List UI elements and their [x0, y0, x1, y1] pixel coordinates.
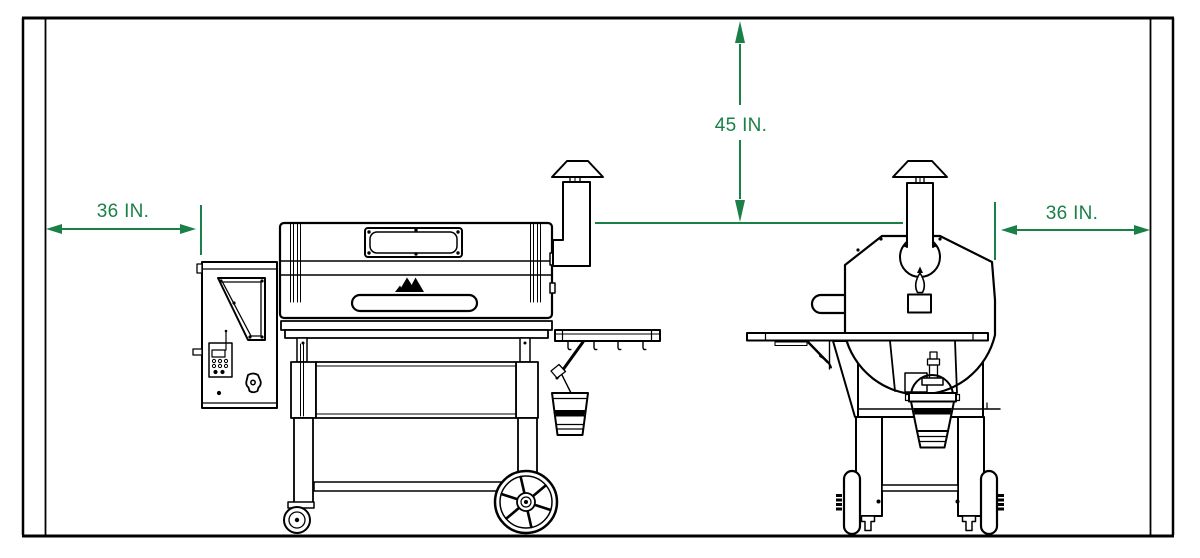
side-latch-bottom [549, 282, 556, 294]
lid-hinge-left [290, 223, 301, 303]
arrowhead-west [1001, 225, 1017, 235]
right-clearance-label: 36 IN. [1046, 203, 1099, 224]
room [21, 16, 1175, 538]
side-grease-bucket [551, 392, 589, 436]
hopper-spigot [192, 348, 203, 356]
grill-side-view [192, 160, 661, 535]
right-wall [1149, 18, 1175, 535]
front-shelf [746, 332, 989, 370]
front-right-wheel [979, 469, 999, 536]
mountain-logo [395, 277, 424, 292]
bucket-handle [910, 374, 954, 397]
chimney-pipe [552, 181, 591, 267]
side-cart [280, 320, 559, 535]
dimension-right-clearance: 36 IN. [994, 202, 1150, 260]
lid-handle [350, 293, 479, 313]
hopper-window [217, 277, 266, 341]
dimension-left-clearance: 36 IN. [46, 201, 202, 255]
caster-wheel [283, 501, 315, 534]
control-display [211, 349, 226, 358]
arrowhead-north [735, 21, 745, 43]
top-clearance-label: 45 IN. [715, 115, 768, 136]
brace-hook [819, 355, 832, 369]
front-chimney [892, 160, 948, 314]
shelf-hooks [567, 340, 647, 351]
arrowhead-south [735, 200, 745, 222]
arrowhead-west [46, 224, 62, 234]
hopper-screw [216, 390, 222, 396]
side-pellet-hopper [192, 261, 278, 409]
left-foot [860, 515, 876, 532]
bottle-opener [245, 372, 262, 394]
lid-hinge-right [530, 223, 541, 303]
front-leg [290, 343, 317, 504]
hanging-tag [907, 266, 932, 314]
left-hub [836, 494, 842, 511]
left-clearance-label: 36 IN. [97, 201, 150, 222]
right-foot [961, 515, 977, 532]
grease-valve [921, 351, 944, 386]
front-wheels [836, 469, 1004, 536]
front-grease-bucket [904, 351, 961, 449]
side-chimney [551, 160, 604, 267]
main-wheel [493, 469, 559, 535]
control-panel [208, 329, 233, 378]
hopper-tab [196, 263, 203, 274]
grill-front-view [746, 160, 1004, 536]
cart-panel [315, 361, 517, 419]
bucket-wire [561, 374, 572, 394]
cart-crossbar [313, 481, 518, 492]
brace-clamp [550, 363, 567, 379]
shelf-under-bar [774, 341, 808, 347]
dimension-top-clearance: 45 IN. [595, 21, 903, 224]
side-barrel [278, 221, 556, 320]
arrowhead-east [180, 224, 196, 234]
front-left-wheel [842, 469, 862, 536]
right-hub [998, 494, 1004, 511]
front-chimney-cap [892, 160, 948, 178]
chimney-cap [551, 160, 604, 178]
arrowhead-east [1134, 225, 1150, 235]
left-wall [21, 18, 47, 535]
side-shelf [550, 329, 661, 394]
lid-window [364, 227, 463, 258]
front-crossbar [881, 484, 959, 492]
front-legs [855, 416, 985, 532]
